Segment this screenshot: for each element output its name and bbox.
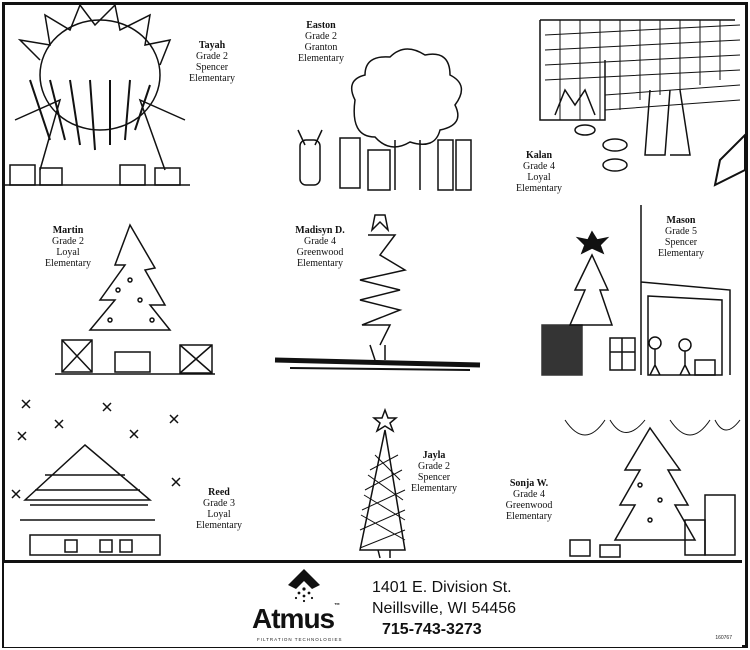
phone-number: 715-743-3273 (382, 621, 482, 638)
address-line-1: 1401 E. Division St. (372, 579, 512, 596)
sponsor-footer: Atmus™ FILTRATION TECHNOLOGIES 1401 E. D… (4, 560, 742, 647)
drawing-tayah (5, 3, 190, 186)
drawing-reed (11, 399, 181, 556)
brand-tagline: FILTRATION TECHNOLOGIES (257, 637, 343, 642)
drawing-martin (55, 223, 215, 375)
drawing-sonja (564, 419, 741, 558)
drawing-kalan (539, 19, 746, 187)
drawings (5, 3, 746, 559)
drawing-madisyn (274, 214, 481, 371)
atmus-logo-icon (288, 569, 320, 603)
ad-number: 160767 (715, 635, 732, 641)
drawing-mason (541, 205, 731, 376)
drawing-easton (297, 48, 472, 191)
brand-name: Atmus™ (252, 603, 340, 634)
drawing-jayla (359, 407, 406, 559)
address-line-2: Neillsville, WI 54456 (372, 600, 517, 617)
sponsor-address: 1401 E. Division St. Neillsville, WI 544… (372, 577, 516, 640)
